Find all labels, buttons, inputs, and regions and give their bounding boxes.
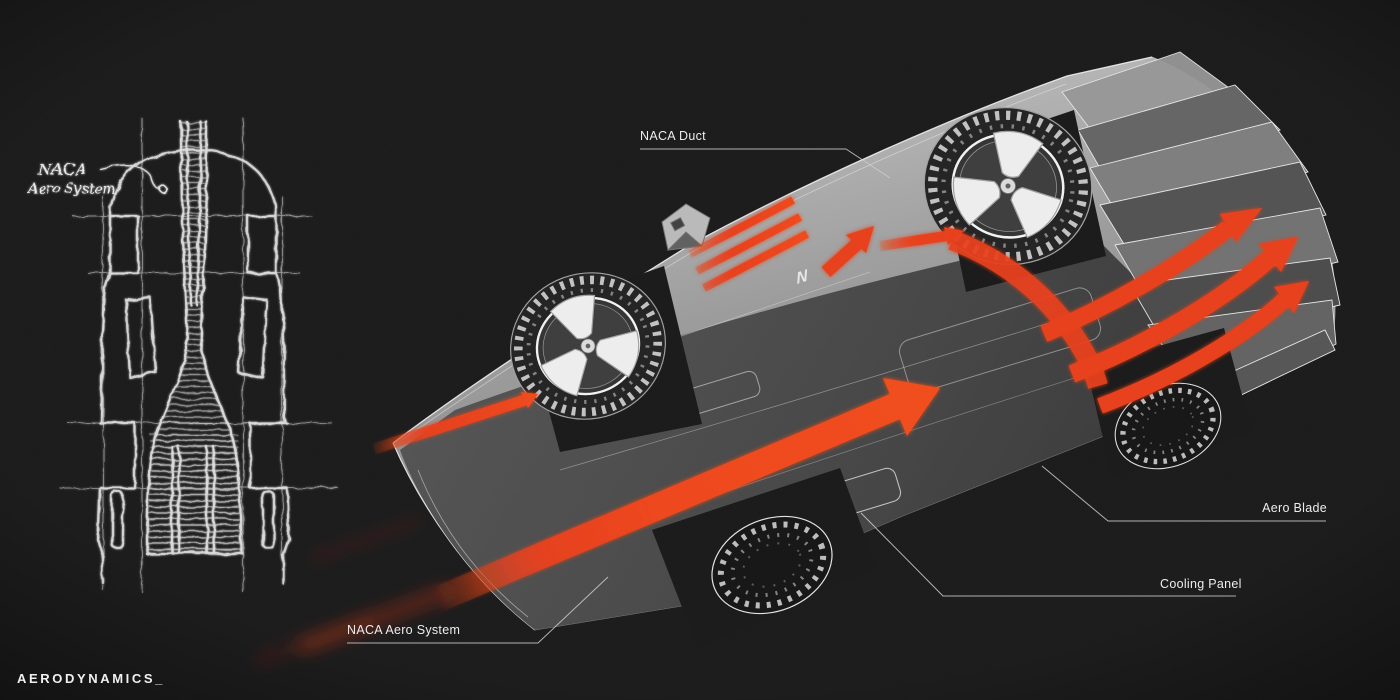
naca-aero-system-label: NACA Aero System: [347, 623, 461, 637]
cooling-panel-label: Cooling Panel: [1160, 577, 1242, 591]
naca-duct-label: NACA Duct: [640, 129, 706, 143]
brand-title: AERODYNAMICS_: [17, 671, 165, 686]
aero-blade-label: Aero Blade: [1262, 501, 1327, 515]
